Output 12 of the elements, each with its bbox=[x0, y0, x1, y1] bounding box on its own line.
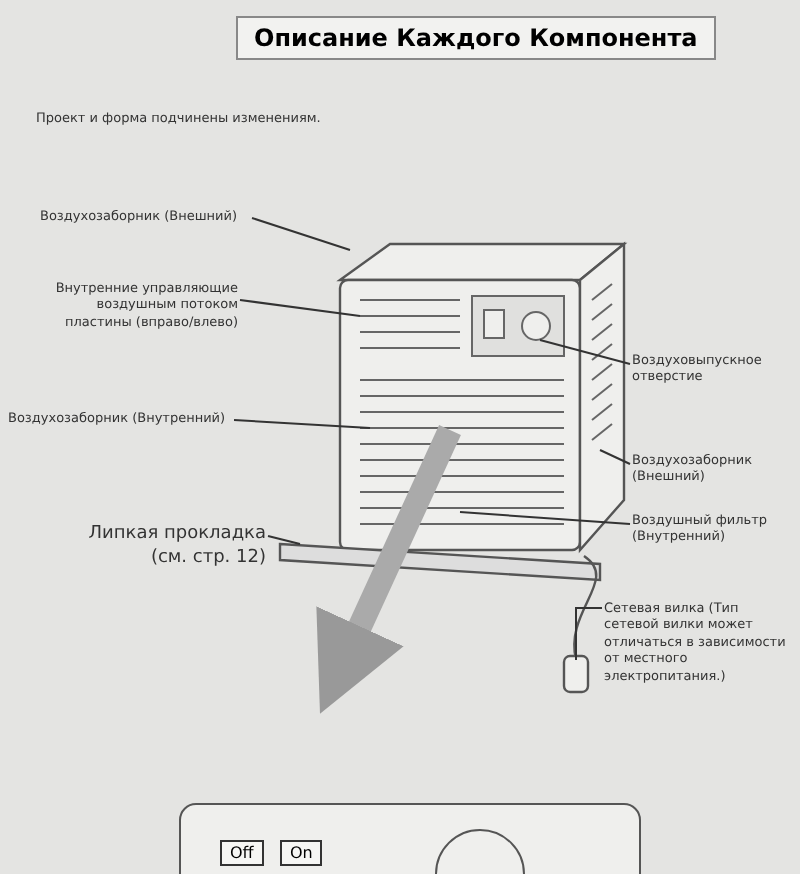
section-title: Описание Каждого Компонента bbox=[236, 16, 716, 60]
leader-line bbox=[575, 607, 603, 661]
leader-line bbox=[539, 339, 631, 365]
callout-label: Липкая прокладка (см. стр. 12) bbox=[76, 524, 266, 571]
leader-line bbox=[239, 299, 361, 317]
switch-button: On bbox=[280, 840, 323, 866]
leader-line bbox=[251, 217, 351, 251]
leader-line bbox=[267, 535, 301, 545]
leader-line bbox=[233, 419, 371, 429]
leader-line bbox=[459, 511, 631, 525]
leader-line bbox=[599, 449, 631, 465]
switch-button: Off bbox=[220, 840, 264, 866]
